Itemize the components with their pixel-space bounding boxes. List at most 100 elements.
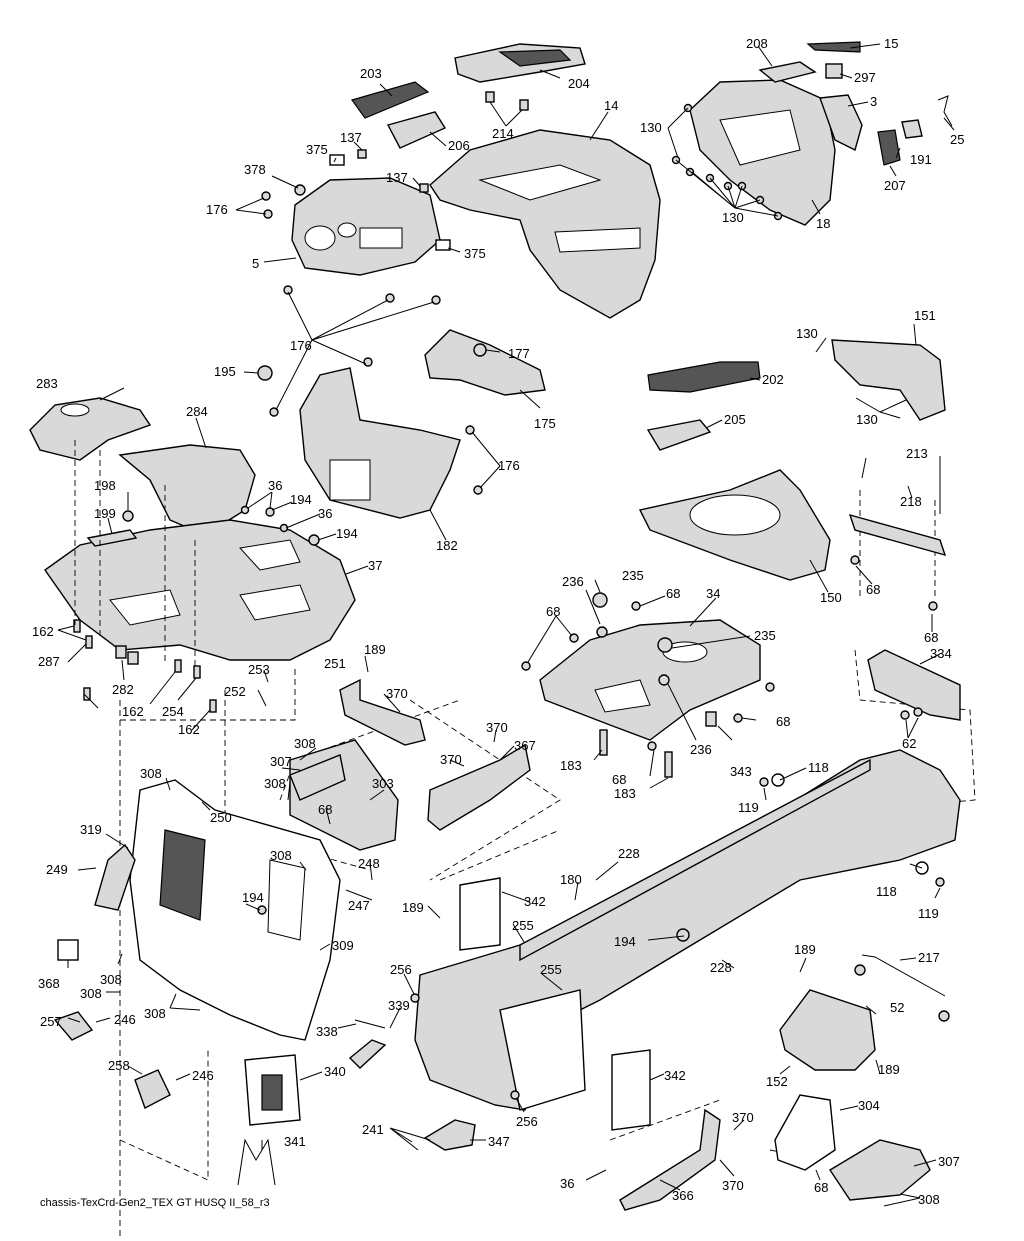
callout-183: 183: [560, 758, 582, 773]
part-319-handle: [94, 843, 136, 911]
callout-307: 307: [938, 1154, 960, 1169]
callout-367: 367: [514, 738, 536, 753]
callout-150: 150: [820, 590, 842, 605]
callout-250: 250: [210, 810, 232, 825]
callout-249: 249: [46, 862, 68, 877]
callout-341: 341: [284, 1134, 306, 1149]
part-375-pad: [329, 154, 345, 166]
callout-247: 247: [348, 898, 370, 913]
callout-343: 343: [730, 764, 752, 779]
part-119-nut: [935, 877, 945, 887]
callout-15: 15: [884, 36, 898, 51]
callout-375: 375: [306, 142, 328, 157]
part-194-nut: [257, 905, 267, 915]
part-307-bracket: [289, 754, 346, 801]
callout-189: 189: [794, 942, 816, 957]
part-341-spring: [237, 1138, 276, 1186]
callout-3: 3: [870, 94, 877, 109]
part-297-clip: [825, 63, 843, 79]
part-251-bracket: [339, 678, 426, 746]
callout-347: 347: [488, 1134, 510, 1149]
callout-151: 151: [914, 308, 936, 323]
part-68-bolts: [521, 555, 938, 751]
part-283-fender-cover: [29, 397, 152, 461]
part-194-nut: [308, 534, 320, 546]
callout-162: 162: [32, 624, 54, 639]
callout-68: 68: [776, 714, 790, 729]
part-36-screw: [240, 505, 250, 515]
callout-labels: 15 208 297 204 203 3 14 130 214 25 137 2…: [32, 36, 964, 1207]
callout-189: 189: [878, 1062, 900, 1077]
hood-assembly: [261, 41, 953, 495]
callout-177: 177: [508, 346, 530, 361]
fender-assembly: [29, 329, 946, 713]
callout-319: 319: [80, 822, 102, 837]
part-152-guard: [779, 989, 876, 1071]
part-198-clip: [122, 510, 134, 522]
callout-370: 370: [440, 752, 462, 767]
part-257-latch: [53, 1011, 94, 1041]
callout-14: 14: [604, 98, 618, 113]
part-282-spacer: [115, 645, 127, 659]
part-338-pin: [354, 1019, 386, 1029]
callout-258: 258: [108, 1058, 130, 1073]
callout-236: 236: [690, 742, 712, 757]
callout-68: 68: [866, 582, 880, 597]
leader-lines: [57, 43, 955, 1207]
callout-205: 205: [724, 412, 746, 427]
callout-202: 202: [762, 372, 784, 387]
callout-36: 36: [318, 506, 332, 521]
callout-241: 241: [362, 1122, 384, 1137]
callout-130: 130: [640, 120, 662, 135]
part-217-rod: [861, 954, 946, 997]
callout-194: 194: [614, 934, 636, 949]
part-347-bracket: [423, 1119, 476, 1151]
callout-228: 228: [710, 960, 732, 975]
callout-34: 34: [706, 586, 720, 601]
callout-198: 198: [94, 478, 116, 493]
part-342-plate: [611, 1049, 651, 1131]
callout-248: 248: [358, 856, 380, 871]
callout-366: 366: [672, 1188, 694, 1203]
callout-308: 308: [264, 776, 286, 791]
part-62-clip: [900, 710, 910, 720]
part-195-grommet: [257, 365, 273, 381]
callout-282: 282: [112, 682, 134, 697]
callout-304: 304: [858, 1098, 880, 1113]
callout-119: 119: [738, 800, 759, 815]
part-119-nut: [759, 777, 769, 787]
callout-370: 370: [486, 720, 508, 735]
part-366-bracket: [619, 1108, 721, 1211]
callout-62: 62: [902, 736, 916, 751]
part-334-bracket: [867, 649, 961, 721]
callout-68: 68: [666, 586, 680, 601]
callout-370: 370: [732, 1110, 754, 1125]
callout-338: 338: [316, 1024, 338, 1039]
part-118-washer: [771, 773, 785, 787]
part-194-nut: [676, 928, 690, 942]
callout-137: 137: [386, 170, 408, 185]
callout-5: 5: [252, 256, 259, 271]
part-202-grille: [647, 361, 761, 393]
callout-182: 182: [436, 538, 458, 553]
callout-235: 235: [754, 628, 776, 643]
part-236-nut: [658, 674, 670, 686]
callout-236: 236: [562, 574, 584, 589]
callout-191: 191: [910, 152, 932, 167]
callout-308: 308: [918, 1192, 940, 1207]
part-62-clip: [913, 707, 923, 717]
callout-175: 175: [534, 416, 556, 431]
callout-206: 206: [448, 138, 470, 153]
part-256-nut: [410, 993, 420, 1003]
callout-254: 254: [162, 704, 184, 719]
callout-307: 307: [270, 754, 292, 769]
part-254-bolt: [193, 665, 201, 679]
part-307-cover: [829, 1139, 931, 1201]
callout-342: 342: [524, 894, 546, 909]
callout-308: 308: [140, 766, 162, 781]
callout-252: 252: [224, 684, 246, 699]
part-14-hood: [429, 129, 661, 319]
callout-68: 68: [924, 630, 938, 645]
part-235-bushing: [657, 637, 673, 653]
callout-217: 217: [918, 950, 940, 965]
